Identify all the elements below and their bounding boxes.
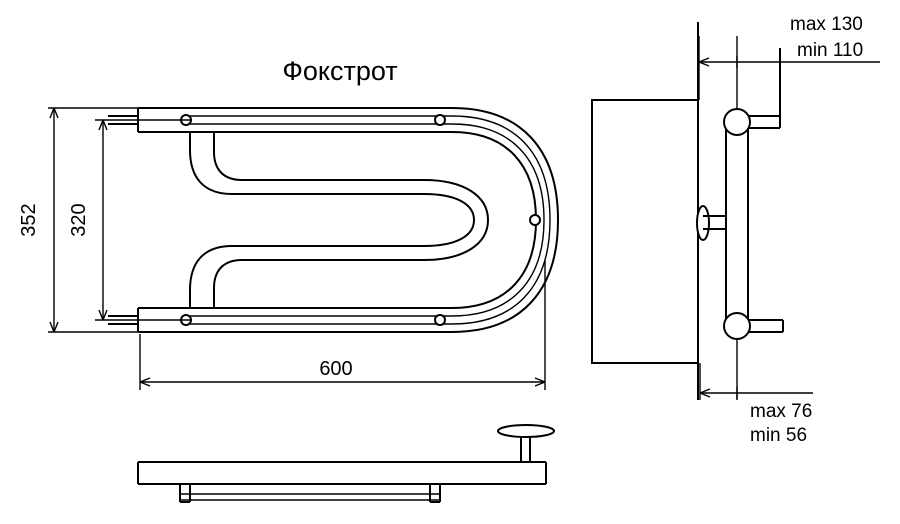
bottom-inner-tube <box>180 314 452 326</box>
side-upper-stub <box>748 115 781 129</box>
side-view-group <box>591 22 784 400</box>
dimension-label-320: 320 <box>68 203 90 236</box>
dimension-label-600: 600 <box>319 358 352 380</box>
side-lower-stub <box>748 319 784 333</box>
side-middle-bracket <box>696 205 726 241</box>
dimension-320: 320 <box>68 119 190 321</box>
side-tube-body <box>725 122 749 326</box>
side-view-lower-pipe-end <box>723 312 751 340</box>
inner-loop <box>423 179 490 261</box>
side-view-min-label-top: min 110 <box>797 40 863 61</box>
dimension-depth-bottom: max 76 min 56 <box>699 339 813 446</box>
bottom-view-group <box>137 424 555 503</box>
side-view-min-label-bottom: min 56 <box>750 425 807 446</box>
weld-dot-top-right <box>434 114 446 126</box>
dimension-352: 352 <box>18 107 138 333</box>
upper-left-bend <box>189 132 424 195</box>
page-title: Фокстрот <box>282 56 397 86</box>
lower-left-bend <box>189 245 424 308</box>
plan-stem <box>520 436 531 462</box>
side-view-max-label-top: max 130 <box>790 14 863 35</box>
dimension-600: 600 <box>139 260 546 390</box>
front-view-group <box>108 107 560 333</box>
plan-rail-support-left <box>179 484 191 503</box>
outer-loop-inner-tube <box>451 115 551 325</box>
wall-block <box>591 99 699 364</box>
weld-dot-bottom-right <box>434 314 446 326</box>
plan-rail-support-right <box>429 484 441 503</box>
side-view-upper-pipe-end <box>723 108 751 136</box>
outer-loop <box>451 107 560 333</box>
dimension-label-352: 352 <box>18 203 40 236</box>
side-view-max-label-bottom: max 76 <box>750 401 812 422</box>
plan-cap-ellipse <box>497 424 555 438</box>
dimension-depth-top: max 130 min 110 <box>698 14 880 110</box>
top-inner-tube <box>180 114 452 126</box>
weld-dot-right-mid <box>529 214 541 226</box>
